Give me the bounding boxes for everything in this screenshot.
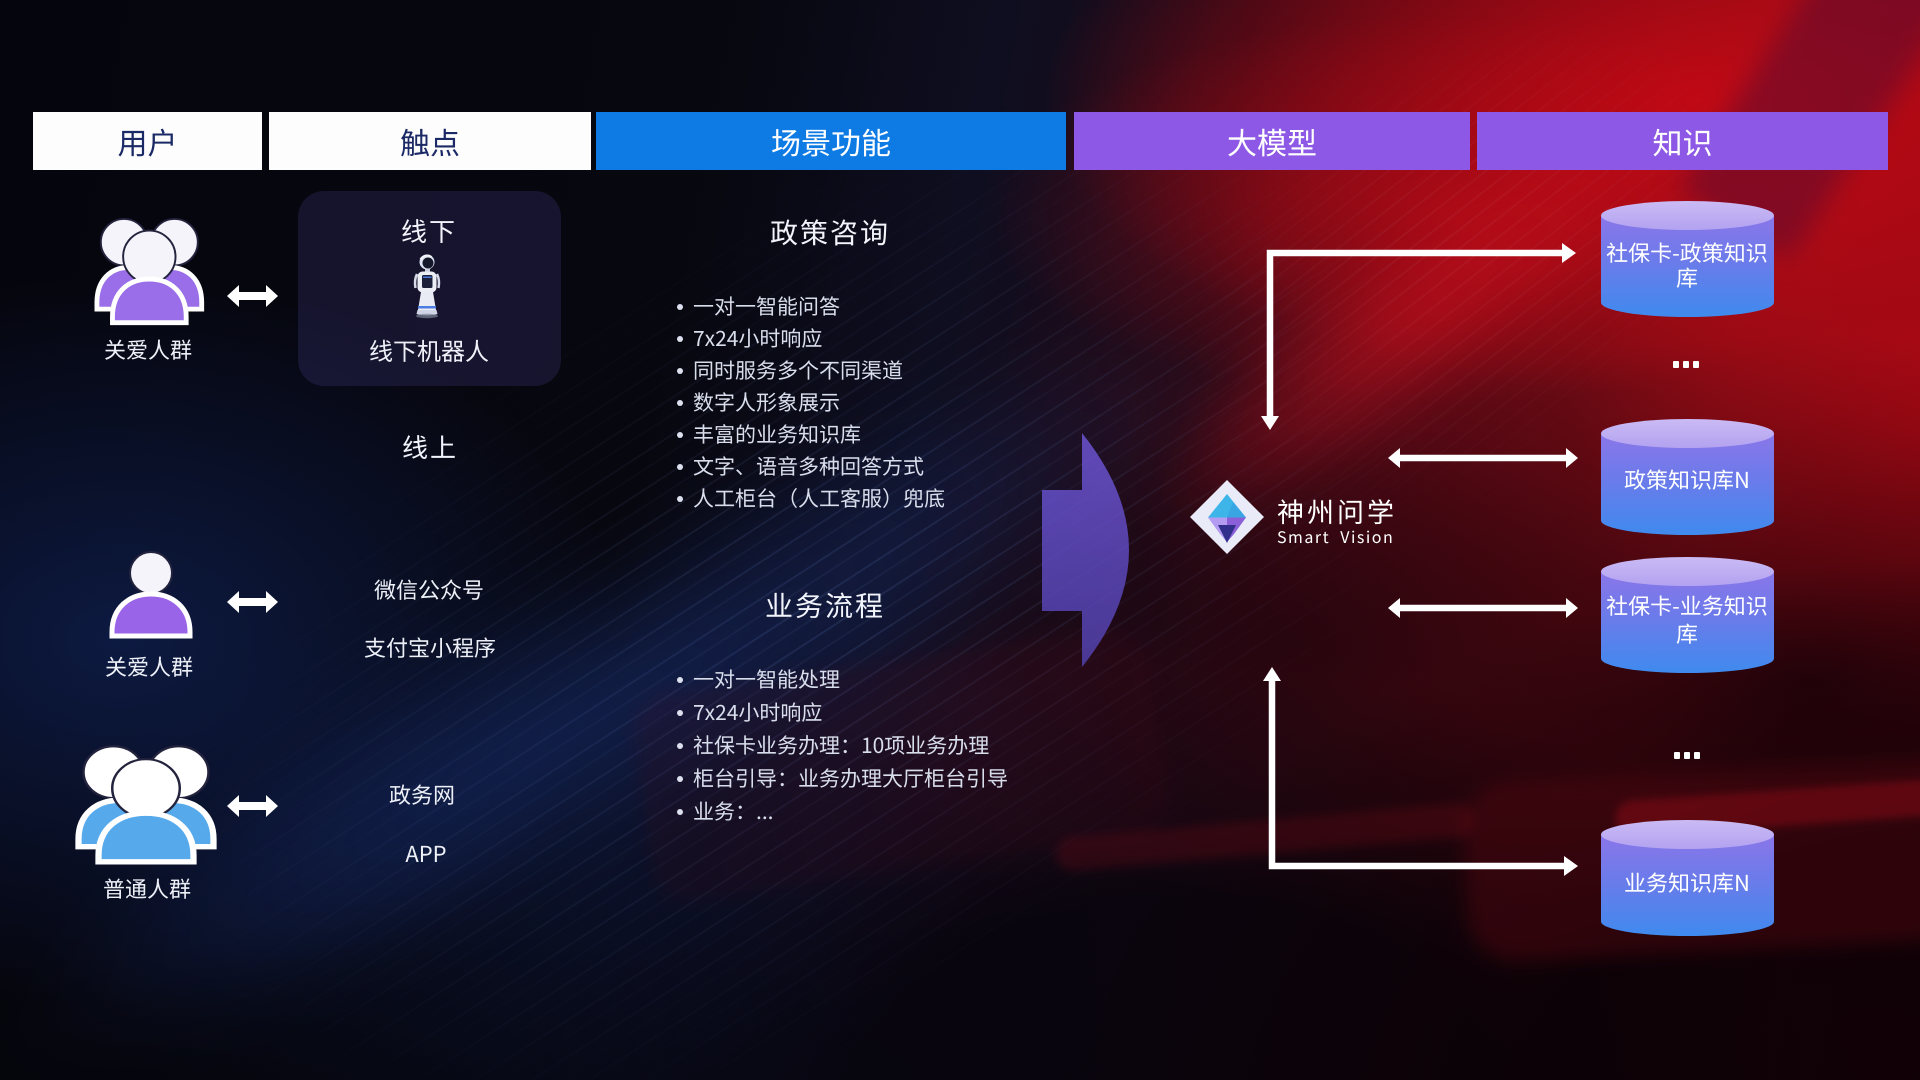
svg-text:政策知识库N: 政策知识库N — [1624, 463, 1750, 495]
svg-text:库: 库 — [1676, 617, 1698, 649]
svg-text:社保卡-业务知识: 社保卡-业务知识 — [1606, 589, 1768, 621]
svg-text:社保卡-政策知识: 社保卡-政策知识 — [1606, 236, 1768, 268]
svg-text:业务知识库N: 业务知识库N — [1624, 866, 1750, 898]
svg-text:库: 库 — [1676, 261, 1698, 293]
